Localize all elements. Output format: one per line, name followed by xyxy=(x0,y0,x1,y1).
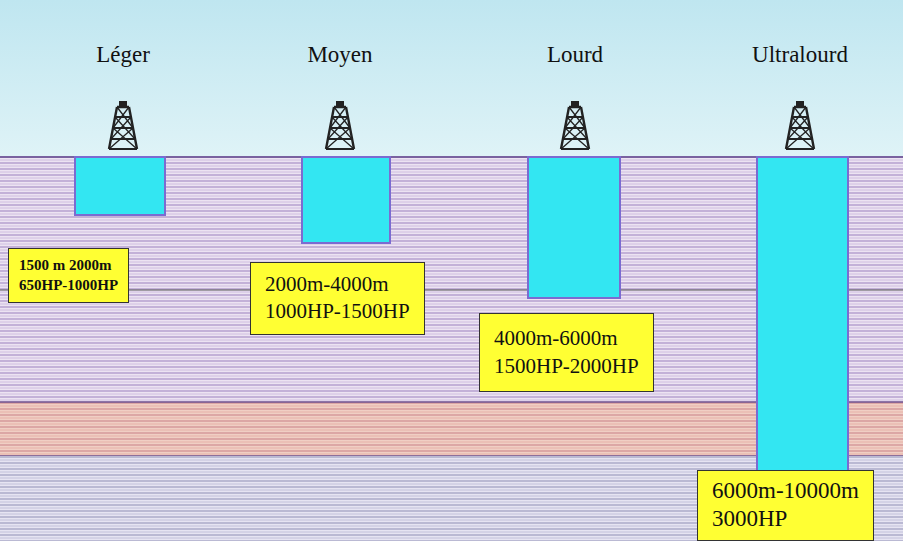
rig-class-label: Léger xyxy=(96,42,150,68)
depth-power-box: 6000m-10000m3000HP xyxy=(697,470,874,541)
power-range: 1000HP-1500HP xyxy=(265,298,410,325)
rig-class-label: Moyen xyxy=(307,42,372,68)
power-range: 1500HP-2000HP xyxy=(494,352,639,380)
depth-power-box: 4000m-6000m1500HP-2000HP xyxy=(479,313,654,392)
depth-range: 4000m-6000m xyxy=(494,324,639,352)
depth-range: 1500 m 2000m xyxy=(19,255,118,275)
power-range: 3000HP xyxy=(712,505,859,534)
rig-class-label: Lourd xyxy=(547,42,603,68)
power-range: 650HP-1000HP xyxy=(19,275,118,295)
depth-range: 2000m-4000m xyxy=(265,271,410,298)
rig-class-label: Ultralourd xyxy=(752,42,848,68)
depth-power-box: 2000m-4000m1000HP-1500HP xyxy=(250,262,425,335)
depth-power-box: 1500 m 2000m650HP-1000HP xyxy=(8,248,129,303)
depth-range: 6000m-10000m xyxy=(712,477,859,506)
